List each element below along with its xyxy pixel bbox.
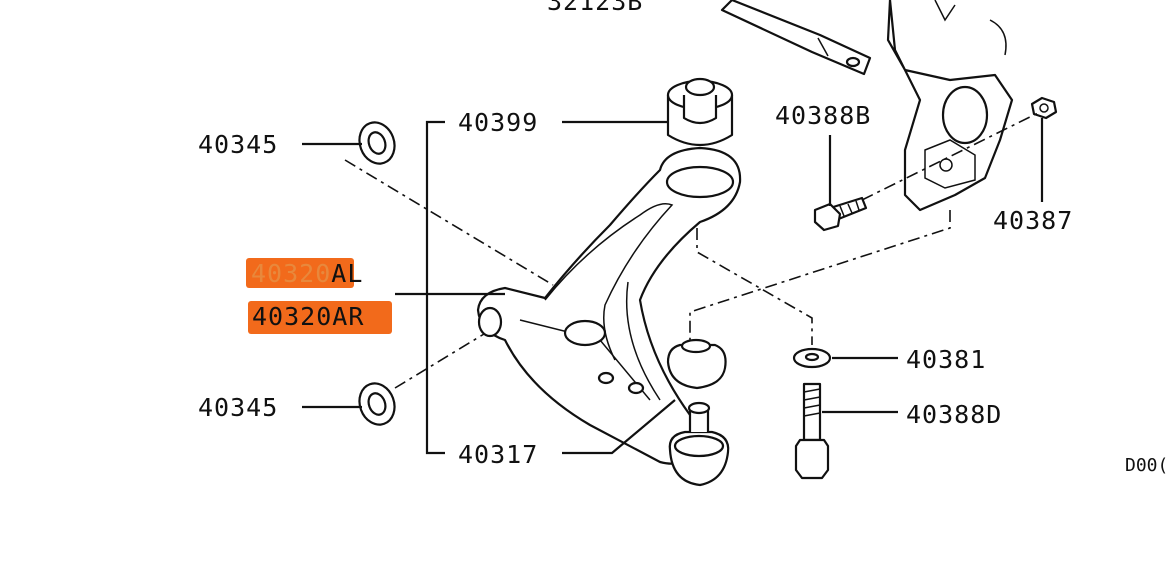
label-32123b: 32123B [547, 0, 643, 16]
highlight-40320ar [248, 301, 392, 334]
label-40388b: 40388B [775, 101, 871, 130]
washer-40381-drawing [792, 347, 832, 369]
label-40317: 40317 [458, 440, 538, 469]
stabilizer-link-drawing [720, 0, 872, 76]
label-40320ar-number: 40320 [252, 302, 332, 331]
bushing-40399-drawing [666, 77, 734, 146]
washer-40345-bottom-drawing [358, 382, 396, 426]
lower-arm-40317-drawing [476, 146, 742, 465]
highlight-40320al [246, 258, 354, 288]
label-40320al-number: 40320 [251, 259, 331, 288]
leader-40317 [562, 399, 676, 455]
label-40320al-suffix: AL [331, 259, 363, 288]
dash-bolt-to-knuckle [861, 111, 1041, 201]
boot-drawing [666, 338, 727, 390]
dash-knuckle-to-boot [689, 210, 951, 342]
bolt-40388d-drawing [794, 382, 830, 480]
dash-arm-to-washer [696, 228, 813, 345]
label-40320ar: 40320AR [252, 302, 364, 331]
label-40381: 40381 [906, 345, 986, 374]
label-40320ar-suffix: AR [332, 302, 364, 331]
ball-joint-drawing [668, 401, 730, 487]
label-40320al: 40320AL [251, 259, 363, 288]
diagram-code: D00( [1125, 455, 1168, 476]
bracket-40399-40317 [425, 120, 445, 455]
bolt-40388b-drawing [813, 196, 868, 232]
label-40345-bottom: 40345 [198, 393, 278, 422]
washer-40345-top-drawing [358, 121, 396, 165]
label-40345-top: 40345 [198, 130, 278, 159]
label-40399: 40399 [458, 108, 538, 137]
dash-washer-bottom-to-arm [394, 333, 485, 389]
knuckle-drawing [886, 0, 1014, 212]
label-40387: 40387 [993, 206, 1073, 235]
label-40388d: 40388D [906, 400, 1002, 429]
nut-40387-drawing [1030, 96, 1058, 120]
dash-washer-top-to-arm [344, 159, 554, 286]
